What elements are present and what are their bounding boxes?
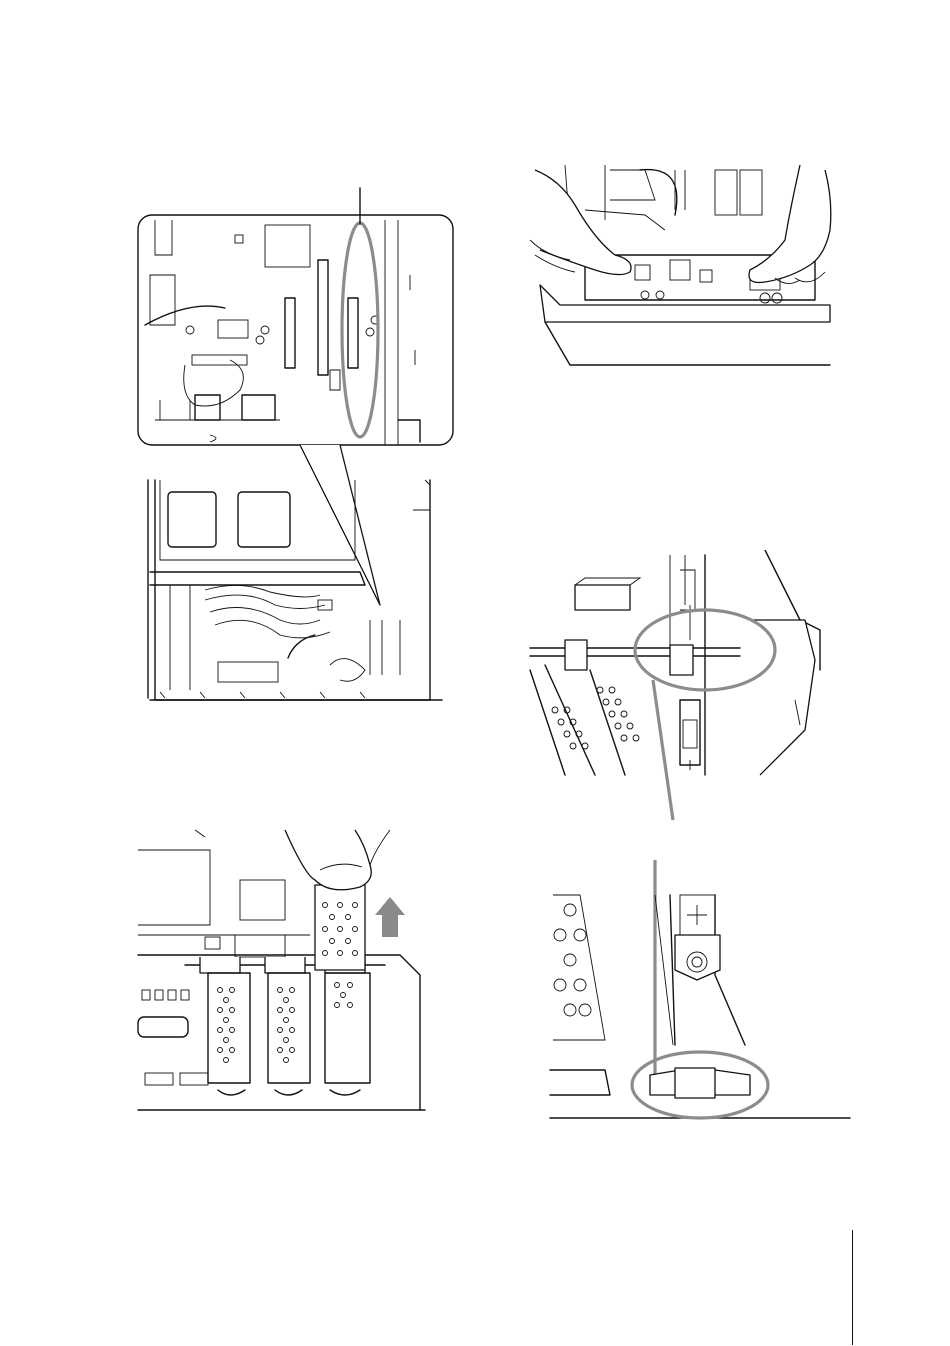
- motherboard-expansion-slot-icon: [130, 180, 465, 710]
- fig-bracket-latch-detail: [525, 550, 855, 1125]
- fig-hands-inserting-card: [525, 160, 840, 370]
- page-margin-rule: [852, 1230, 853, 1345]
- fig-motherboard-slot-callout: [130, 180, 465, 710]
- hands-inserting-card-icon: [525, 160, 840, 370]
- fig-removing-slot-cover: [130, 825, 435, 1115]
- removing-slot-cover-icon: [130, 825, 435, 1115]
- bracket-latch-detail-icon: [525, 550, 855, 1125]
